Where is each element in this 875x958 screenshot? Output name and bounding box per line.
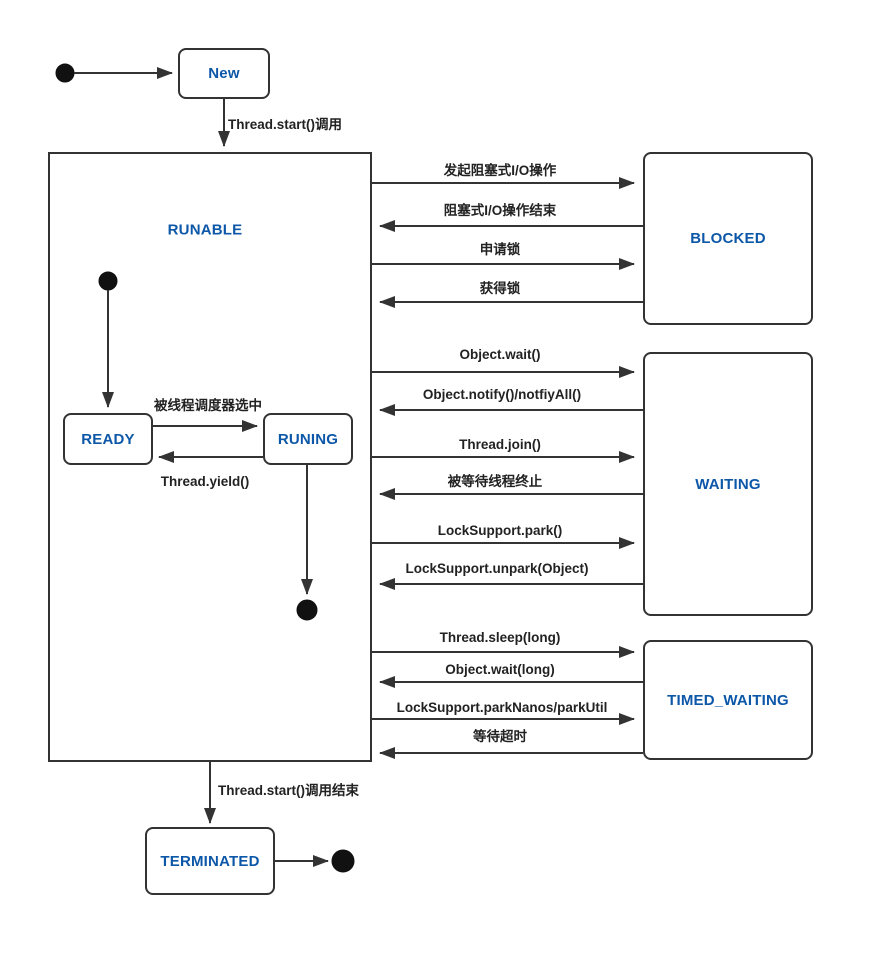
label-locksupport-park: LockSupport.park() <box>437 523 563 538</box>
state-runable: RUNABLE <box>48 152 372 762</box>
label-thread-sleep: Thread.sleep(long) <box>439 630 561 645</box>
state-blocked: BLOCKED <box>643 152 813 325</box>
label-thread-yield: Thread.yield() <box>160 474 250 489</box>
label-thread-start-end: Thread.start()调用结束 <box>218 783 360 798</box>
label-object-wait-long: Object.wait(long) <box>445 662 555 677</box>
state-new: New <box>178 48 270 99</box>
label-thread-join: Thread.join() <box>459 437 541 452</box>
label-waited-thread-terminated: 被等待线程终止 <box>447 474 543 489</box>
state-timed-waiting: TIMED_WAITING <box>643 640 813 760</box>
label-io-block-end: 阻塞式I/O操作结束 <box>443 203 557 218</box>
label-object-notify: Object.notify()/notfiyAll() <box>422 387 582 402</box>
label-wait-timeout: 等待超时 <box>473 729 527 744</box>
label-locksupport-parknanos: LockSupport.parkNanos/parkUtil <box>396 700 608 715</box>
state-new-label: New <box>208 65 240 82</box>
label-lock-acquired: 获得锁 <box>479 281 521 296</box>
state-timed-waiting-label: TIMED_WAITING <box>667 691 789 709</box>
state-ready-label: READY <box>81 430 135 448</box>
label-locksupport-unpark: LockSupport.unpark(Object) <box>405 561 589 576</box>
state-runable-label: RUNABLE <box>167 221 243 239</box>
label-lock-request: 申请锁 <box>479 242 521 257</box>
state-terminated: TERMINATED <box>145 827 275 895</box>
state-waiting: WAITING <box>643 352 813 616</box>
start-dot <box>55 63 75 83</box>
state-terminated-label: TERMINATED <box>160 852 260 870</box>
state-runing-label: RUNING <box>277 430 339 448</box>
end-dot <box>331 849 355 873</box>
label-object-wait: Object.wait() <box>459 347 541 362</box>
label-io-block-start: 发起阻塞式I/O操作 <box>443 163 557 178</box>
state-blocked-label: BLOCKED <box>690 230 766 247</box>
state-ready: READY <box>63 413 153 465</box>
state-runing: RUNING <box>263 413 353 465</box>
state-waiting-label: WAITING <box>695 475 761 493</box>
runable-inner-end-dot <box>296 599 318 621</box>
label-thread-start: Thread.start()调用 <box>228 117 343 132</box>
label-scheduler-selected: 被线程调度器选中 <box>154 398 262 413</box>
